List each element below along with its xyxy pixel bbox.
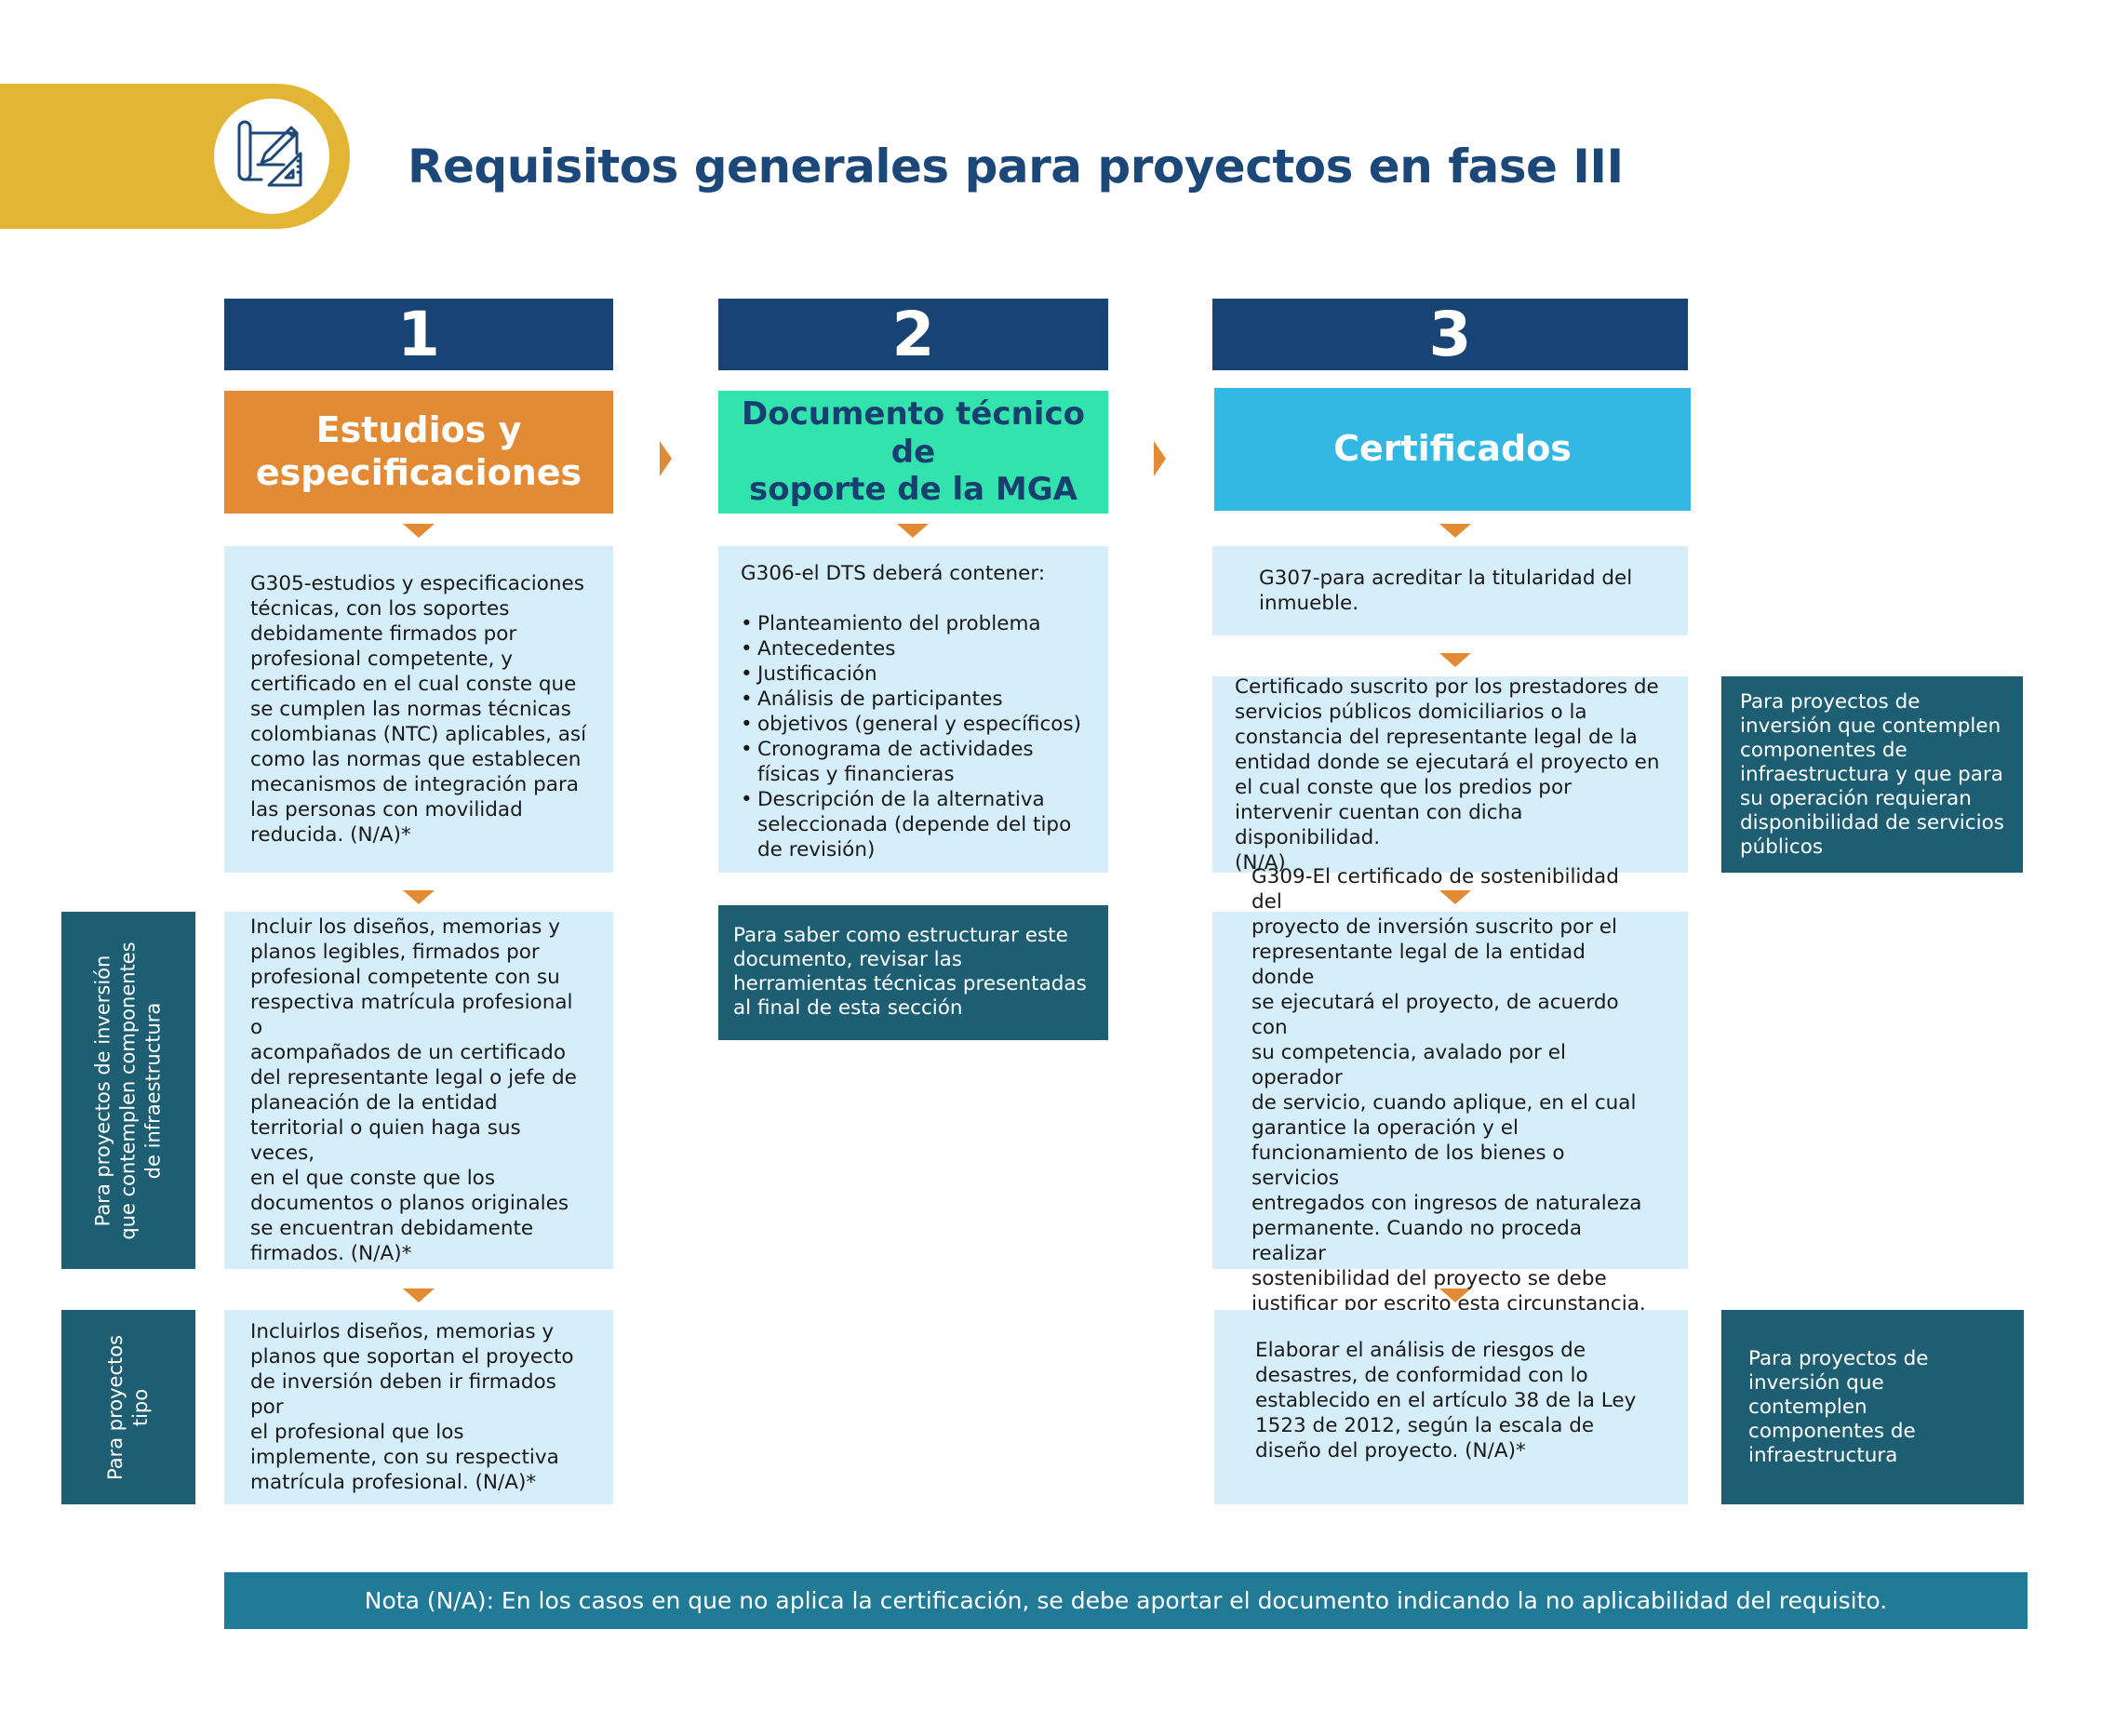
step-title-documento-tecnico: Documento técnico de soporte de la MGA (718, 391, 1108, 514)
note-servicios-publicos: Para proyectos de inversión que contempl… (1721, 676, 2023, 873)
arrow-down-icon (403, 1289, 435, 1302)
step-title-certificados: Certificados (1214, 388, 1691, 511)
requirement-riesgos-text: Elaborar el análisis de riesgos de desas… (1255, 1339, 1637, 1462)
arrow-down-icon (1439, 653, 1471, 667)
note-infraestructura-text: Para proyectos de inversión que contempl… (1748, 1346, 1929, 1467)
list-item: Planteamiento del problema (741, 611, 1081, 636)
list-item: Análisis de participantes (741, 687, 1081, 712)
list-item: Descripción de la alternativa selecciona… (741, 787, 1081, 862)
requirement-servicios-text: Certificado suscrito por los prestadores… (1235, 674, 1660, 875)
side-label-tipo: Para proyectos tipo (61, 1310, 195, 1504)
side-label-infraestructura-text: Para proyectos de inversión que contempl… (91, 941, 165, 1240)
requirement-disenos-tipo: Incluirlos diseños, memorias y planos qu… (224, 1310, 613, 1504)
requirement-g309: G309-El certificado de sostenibilidad de… (1212, 865, 1688, 1315)
arrow-right-icon (1154, 441, 1166, 476)
arrow-down-icon (1439, 1289, 1471, 1302)
header-icon-circle (214, 99, 329, 214)
step-number-2: 2 (718, 299, 1108, 370)
arrow-right-icon (660, 441, 672, 476)
requirement-g307: G307-para acreditar la titularidad del i… (1212, 546, 1688, 635)
requirement-g305-text: G305-estudios y especificaciones técnica… (250, 572, 587, 847)
step-number-1: 1 (224, 299, 613, 370)
side-label-infraestructura: Para proyectos de inversión que contempl… (61, 912, 195, 1269)
list-item: Antecedentes (741, 636, 1081, 661)
side-label-tipo-text: Para proyectos tipo (104, 1334, 153, 1480)
blueprint-pencil-ruler-icon (237, 120, 302, 187)
note-estructurar-documento: Para saber como estructurar este documen… (718, 905, 1108, 1040)
requirement-disenos-tipo-text: Incluirlos diseños, memorias y planos qu… (250, 1320, 574, 1494)
requirement-disenos-infraestructura: Incluir los diseños, memorias y planos l… (224, 912, 613, 1269)
arrow-down-icon (897, 524, 929, 538)
step-title-estudios: Estudios y especificaciones (224, 391, 613, 514)
page-title: Requisitos generales para proyectos en f… (408, 140, 1624, 194)
arrow-down-icon (403, 524, 435, 538)
step-number-3: 3 (1212, 299, 1688, 370)
requirement-g306-intro: G306-el DTS deberá contener: (741, 562, 1046, 585)
footer-note: Nota (N/A): En los casos en que no aplic… (224, 1572, 2028, 1629)
requirement-g306: G306-el DTS deberá contener: Planteamien… (718, 546, 1108, 873)
requirement-g305: G305-estudios y especificaciones técnica… (224, 546, 613, 873)
arrow-down-icon (403, 890, 435, 904)
requirement-disenos-text: Incluir los diseños, memorias y planos l… (250, 915, 577, 1265)
list-item: Justificación (741, 661, 1081, 687)
requirement-g309-text: G309-El certificado de sostenibilidad de… (1251, 865, 1646, 1315)
arrow-down-icon (1439, 524, 1471, 538)
requirement-servicios-publicos: Certificado suscrito por los prestadores… (1212, 674, 1688, 875)
note-estructurar-text: Para saber como estructurar este documen… (733, 924, 1087, 1020)
dts-contents-list: Planteamiento del problema Antecedentes … (741, 611, 1081, 862)
list-item: objetivos (general y específicos) (741, 712, 1081, 737)
arrow-down-icon (1439, 890, 1471, 904)
note-infraestructura: Para proyectos de inversión que contempl… (1721, 1310, 2024, 1504)
list-item: Cronograma de actividades físicas y fina… (741, 737, 1081, 787)
requirement-g307-text: G307-para acreditar la titularidad del i… (1259, 567, 1633, 615)
requirement-riesgos: Elaborar el análisis de riesgos de desas… (1214, 1310, 1688, 1504)
note-servicios-publicos-text: Para proyectos de inversión que contempl… (1740, 689, 2004, 859)
